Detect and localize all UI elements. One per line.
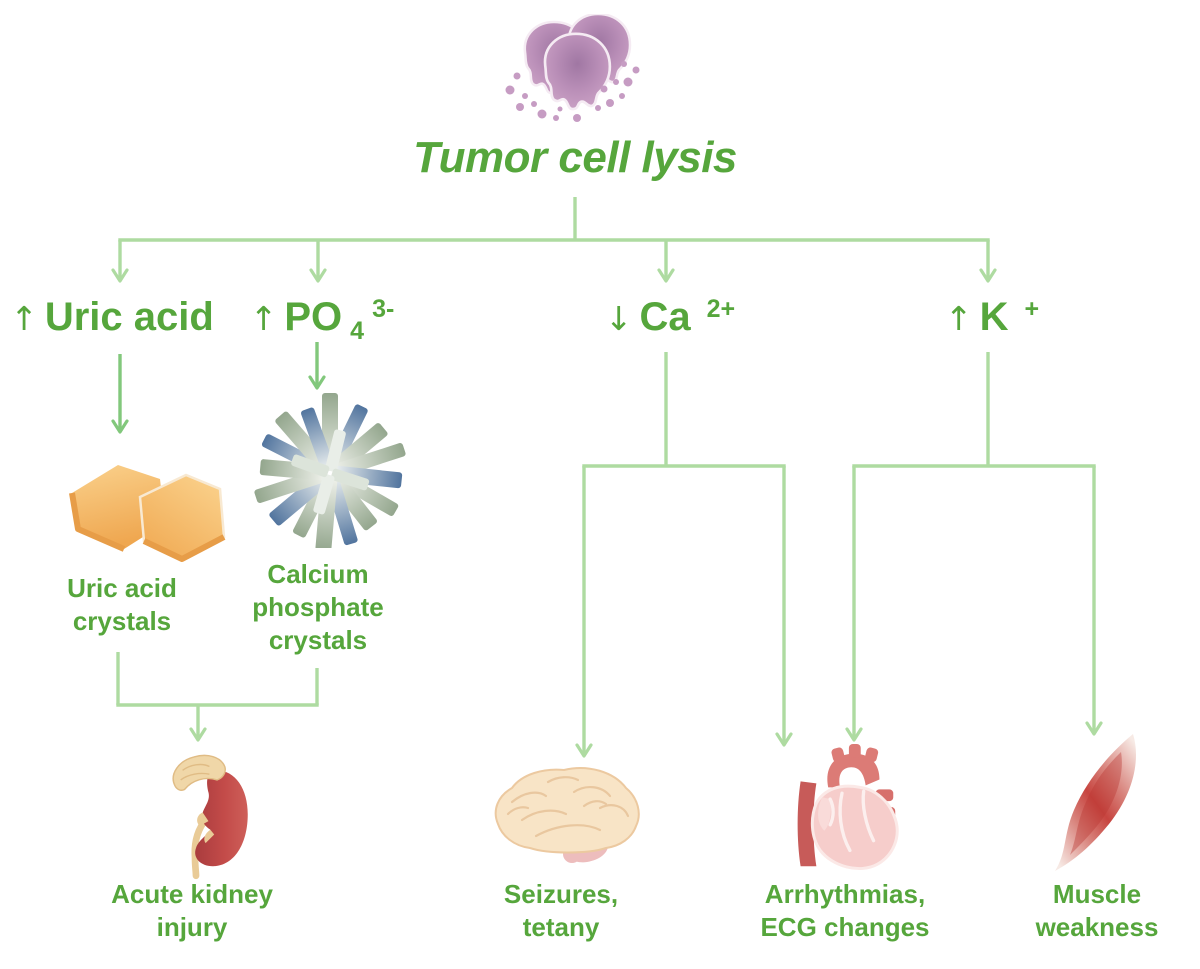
up-arrow-glyph: ↑ xyxy=(10,299,38,338)
down-arrow-glyph: ↓ xyxy=(604,299,633,338)
label-muscle-weakness: Muscle weakness xyxy=(1035,879,1159,942)
label-uric-acid: ↑Uric acid xyxy=(10,295,230,340)
phosphate-text: PO xyxy=(284,295,343,339)
label-arrhythmias-ecg-changes: Arrhythmias, ECG changes xyxy=(760,879,930,942)
potassium-text: K xyxy=(979,295,1009,339)
label-calcium-phosphate-crystals: Calcium phosphate crystals xyxy=(252,559,384,655)
label-uric-acid-crystals: Uric acid crystals xyxy=(67,573,177,636)
label-calcium: ↓Ca 2+ xyxy=(605,295,735,340)
label-seizures-tetany: Seizures, tetany xyxy=(503,879,619,942)
kidney-icon xyxy=(172,754,248,880)
brain-icon xyxy=(494,767,640,863)
uric-acid-text: Uric acid xyxy=(44,295,214,339)
muscle-icon xyxy=(1055,734,1136,871)
heart-icon xyxy=(797,743,899,871)
up-arrow-glyph: ↑ xyxy=(944,299,973,338)
up-arrow-glyph: ↑ xyxy=(249,299,278,338)
label-potassium: ↑K + xyxy=(945,295,1039,340)
calcium-text: Ca xyxy=(639,295,691,339)
phosphate-subscript: 4 xyxy=(350,317,365,345)
calcium-superscript: 2+ xyxy=(706,295,736,323)
uric-acid-crystals-icon xyxy=(69,465,226,562)
tumor-cells-icon xyxy=(505,14,640,122)
potassium-superscript: + xyxy=(1024,295,1040,323)
label-acute-kidney-injury: Acute kidney injury xyxy=(111,879,273,942)
phosphate-superscript: 3- xyxy=(372,295,395,323)
calcium-phosphate-crystals-icon xyxy=(254,393,406,548)
diagram-title: Tumor cell lysis xyxy=(413,133,737,182)
